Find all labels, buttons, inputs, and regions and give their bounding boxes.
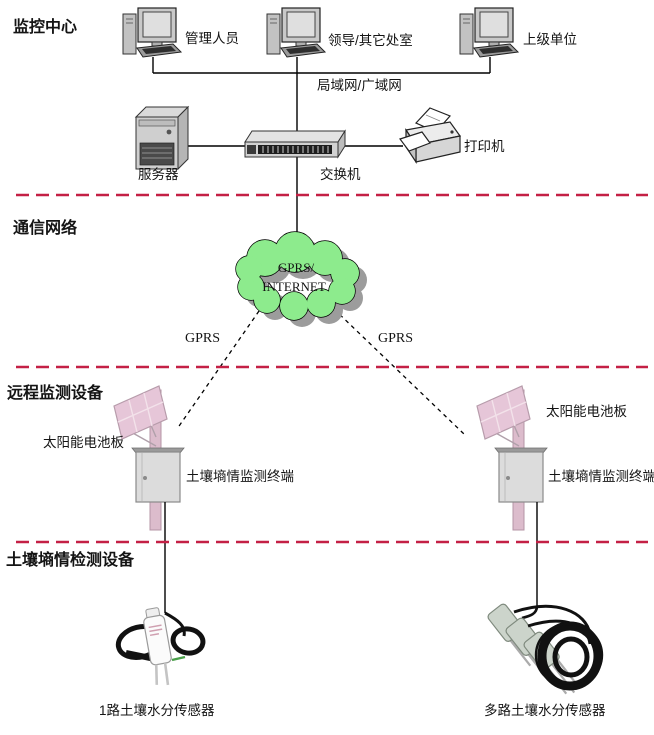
label-switch: 交换机 — [320, 166, 361, 182]
solar-station-left — [113, 385, 185, 531]
section-label-soil-detection: 土壤墒情检测设备 — [6, 550, 135, 569]
label-terminal-right: 土壤墒情监测终端 — [548, 468, 654, 484]
label-solar-left: 太阳能电池板 — [43, 435, 124, 450]
computer-icon-leaders — [266, 7, 326, 58]
label-lan-wan: 局域网/广域网 — [317, 78, 402, 93]
label-superior: 上级单位 — [523, 32, 577, 47]
label-sensor-multi: 多路土壤水分传感器 — [484, 702, 606, 718]
label-admin: 管理人员 — [185, 31, 239, 46]
section-label-remote-monitoring: 远程监测设备 — [7, 383, 104, 402]
gprs-links — [176, 308, 465, 435]
solar-station-right — [476, 385, 548, 531]
cloud-label-line1: GPRS/ — [278, 260, 315, 275]
label-sensor-single: 1路土壤水分传感器 — [99, 702, 215, 718]
section-label-monitoring-center: 监控中心 — [13, 17, 77, 36]
label-server: 服务器 — [138, 167, 179, 182]
label-leaders: 领导/其它处室 — [328, 32, 413, 48]
server-icon — [134, 105, 190, 171]
label-gprs-right: GPRS — [378, 331, 413, 346]
computer-icon-superior — [459, 7, 519, 58]
label-gprs-left: GPRS — [185, 331, 220, 346]
section-label-communication-network: 通信网络 — [13, 218, 77, 237]
multi-sensor-icon — [487, 603, 604, 695]
lan-connections — [152, 57, 491, 247]
cloud-label-line2: INTERNET — [262, 279, 326, 294]
switch-icon — [244, 129, 346, 159]
label-printer: 打印机 — [464, 138, 505, 154]
label-solar-right: 太阳能电池板 — [546, 404, 627, 419]
cloud-icon: GPRS/ INTERNET — [235, 231, 367, 327]
single-sensor-icon — [115, 607, 206, 686]
label-terminal-left: 土壤墒情监测终端 — [186, 468, 294, 484]
printer-icon — [399, 107, 462, 164]
computer-icon-admin — [122, 7, 182, 58]
